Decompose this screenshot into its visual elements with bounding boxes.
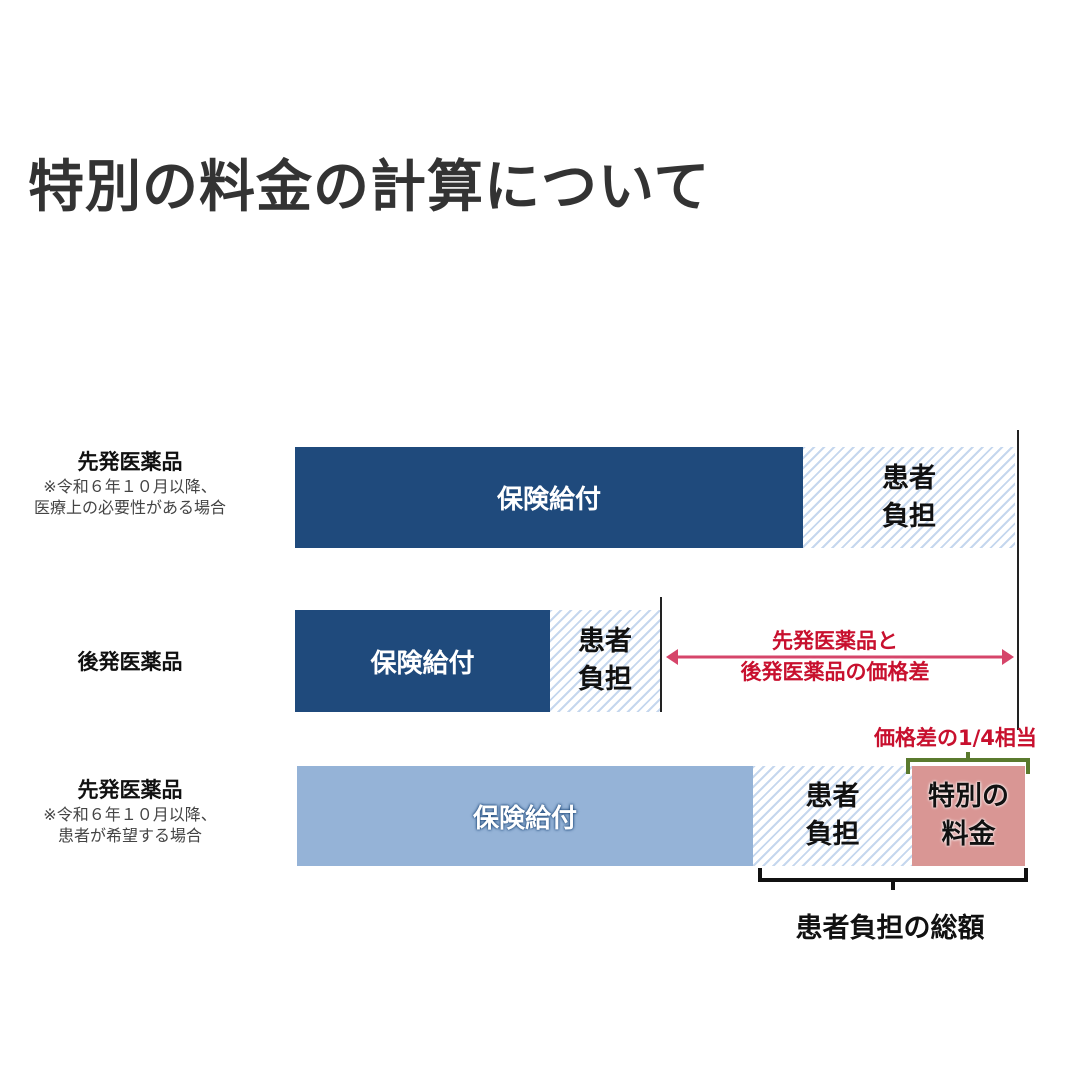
row1-patient-bar: 患者 負担 <box>803 447 1015 548</box>
price-diff-line1: 先発医薬品と <box>772 629 898 653</box>
page-title: 特別の料金の計算について <box>28 155 711 220</box>
row1-note2: 医療上の必要性がある場合 <box>33 498 226 517</box>
quarter-bracket <box>906 752 1030 774</box>
row3-patient-line2: 負担 <box>805 819 860 850</box>
total-bracket <box>758 868 1028 890</box>
row3-insurance-bar: 保険給付 <box>297 766 753 866</box>
row3-note2: 患者が希望する場合 <box>57 826 202 845</box>
row1-patient-line2: 負担 <box>882 500 936 532</box>
special-fee-box: 特別の 料金 <box>912 766 1025 866</box>
row3-note1: ※令和６年１０月以降、 <box>43 805 217 824</box>
row2-patient-line2: 負担 <box>578 664 632 695</box>
price-diff-line2: 後発医薬品の価格差 <box>740 660 930 684</box>
row2-patient-bar: 患者 負担 <box>550 610 660 712</box>
price-diff-label: 先発医薬品と 後発医薬品の価格差 <box>680 626 990 688</box>
total-label: 患者負担の総額 <box>795 913 985 944</box>
row1-patient-line1: 患者 <box>882 462 936 494</box>
row3-title: 先発医薬品 <box>77 778 183 802</box>
quarter-label: 価格差の1/4相当 <box>874 726 1037 750</box>
row3-patient-line1: 患者 <box>805 781 860 812</box>
row3-patient-bar: 患者 負担 <box>753 766 912 866</box>
row2-insurance-bar: 保険給付 <box>295 610 550 712</box>
row1-end-line <box>1017 430 1019 730</box>
row3-label: 先発医薬品 ※令和６年１０月以降、 患者が希望する場合 <box>0 774 260 846</box>
row1-label: 先発医薬品 ※令和６年１０月以降、 医療上の必要性がある場合 <box>0 446 260 518</box>
special-fee-line2: 料金 <box>941 819 996 850</box>
row2-label: 後発医薬品 <box>0 646 260 676</box>
row2-title: 後発医薬品 <box>77 650 183 674</box>
row1-insurance-bar: 保険給付 <box>295 447 803 548</box>
row2-end-line <box>660 597 662 712</box>
row1-note1: ※令和６年１０月以降、 <box>43 477 217 496</box>
price-diff-arrow <box>666 649 1014 665</box>
row1-title: 先発医薬品 <box>77 450 183 474</box>
special-fee-line1: 特別の <box>928 781 1009 812</box>
row2-patient-line1: 患者 <box>578 626 632 657</box>
